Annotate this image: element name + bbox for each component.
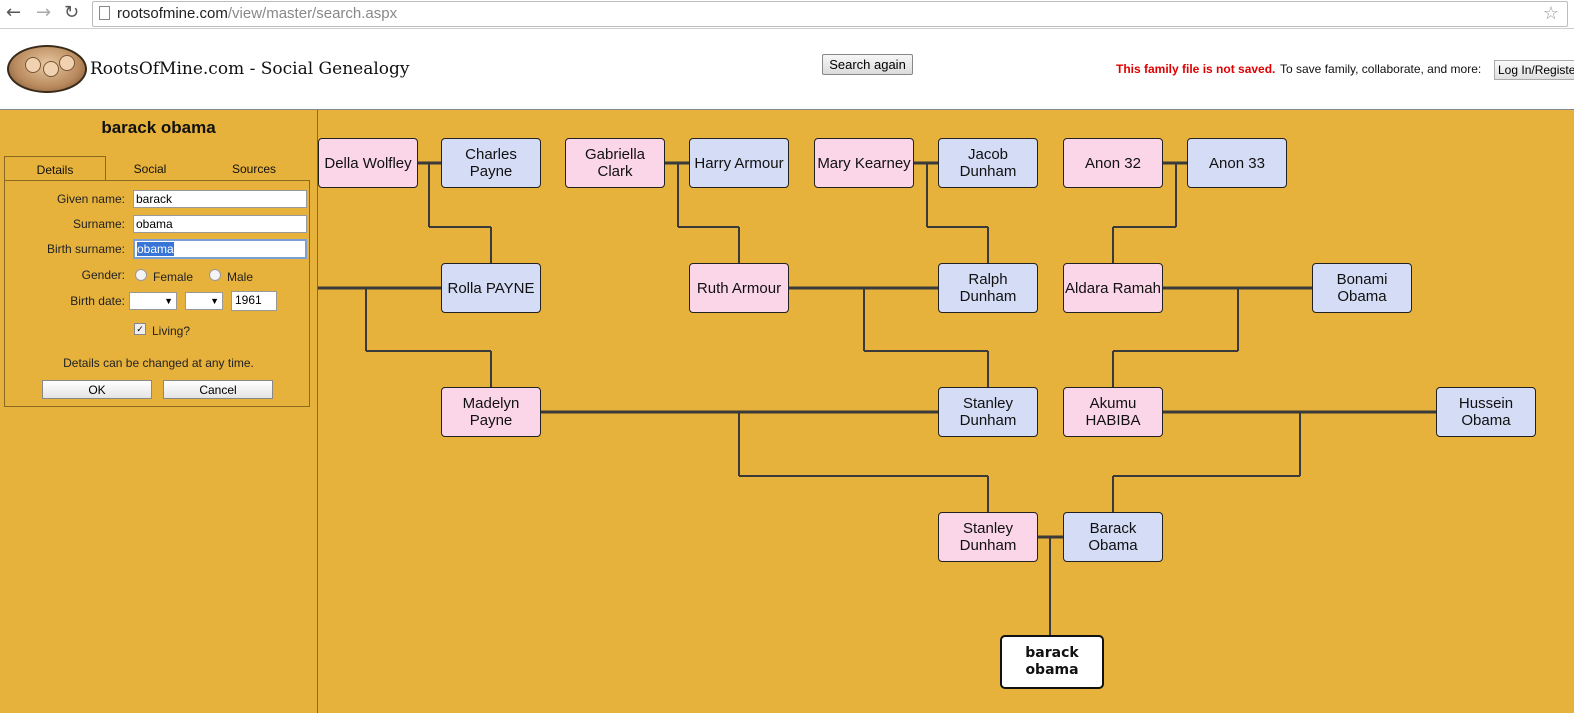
details-panel: barack obama Details Social Sources Give… bbox=[0, 110, 318, 713]
person-node-mary[interactable]: Mary Kearney bbox=[814, 138, 914, 188]
tab-social[interactable]: Social bbox=[133, 162, 167, 176]
star-icon[interactable]: ☆ bbox=[1542, 3, 1559, 24]
given-name-label: Given name: bbox=[56, 192, 125, 206]
reload-icon[interactable]: ↻ bbox=[64, 2, 80, 23]
surname-label: Surname: bbox=[72, 217, 125, 231]
male-label: Male bbox=[227, 270, 254, 284]
person-node-aldara[interactable]: Aldara Ramah bbox=[1063, 263, 1163, 313]
arrow-right-icon[interactable]: → bbox=[36, 2, 52, 23]
site-title: RootsOfMine.com - Social Genealogy bbox=[90, 59, 410, 79]
person-node-name: Ruth Armour bbox=[696, 279, 782, 297]
site-logo[interactable] bbox=[7, 45, 87, 93]
male-radio[interactable] bbox=[209, 269, 221, 281]
chevron-down-icon: ▼ bbox=[164, 296, 173, 306]
person-node-name: Harry Armour bbox=[694, 154, 784, 172]
details-note: Details can be changed at any time. bbox=[63, 356, 254, 370]
person-node-name: Anon 32 bbox=[1085, 154, 1141, 172]
url-domain: rootsofmine.com bbox=[117, 5, 228, 22]
logo-face-icon bbox=[43, 61, 59, 77]
person-node-harry[interactable]: Harry Armour bbox=[689, 138, 789, 188]
person-node-charles[interactable]: Charles Payne bbox=[441, 138, 541, 188]
person-node-anon32[interactable]: Anon 32 bbox=[1063, 138, 1163, 188]
person-node-madelyn[interactable]: Madelyn Payne bbox=[441, 387, 541, 437]
panel-tabs: Details Social Sources bbox=[4, 156, 310, 181]
person-node-name: Stanley Dunham bbox=[959, 520, 1017, 554]
person-node-name: Aldara Ramah bbox=[1065, 279, 1161, 297]
tab-details[interactable]: Details bbox=[4, 156, 106, 181]
family-tree: Della Wolfley Charles Payne Gabriella Clar… bbox=[318, 110, 1574, 713]
person-node-name: Anon 33 bbox=[1209, 154, 1265, 172]
person-node-barack_sr[interactable]: Barack Obama bbox=[1063, 512, 1163, 562]
birth-surname-input[interactable]: obama bbox=[133, 239, 307, 259]
logo-face-icon bbox=[59, 55, 75, 71]
birth-date-label: Birth date: bbox=[70, 294, 125, 308]
url-path: /view/master/search.aspx bbox=[227, 5, 398, 22]
url-text[interactable]: rootsofmine.com/view/master/search.aspx bbox=[117, 4, 397, 24]
person-node-rolla[interactable]: Rolla PAYNE bbox=[441, 263, 541, 313]
details-form: Given name: Surname: Birth surname: obam… bbox=[4, 180, 310, 407]
person-node-name: Stanley Dunham bbox=[959, 395, 1017, 429]
person-node-name: barack obama bbox=[1025, 645, 1079, 678]
person-node-name: Akumu HABIBA bbox=[1085, 395, 1141, 429]
page-icon bbox=[99, 6, 110, 20]
panel-person-name: barack obama bbox=[101, 118, 216, 137]
tree-connector-lines bbox=[318, 161, 1436, 635]
birth-month-select[interactable]: ▼ bbox=[185, 292, 223, 310]
living-checkbox[interactable]: ✓ bbox=[134, 323, 146, 335]
person-node-ralph[interactable]: Ralph Dunham bbox=[938, 263, 1038, 313]
person-node-ruth[interactable]: Ruth Armour bbox=[689, 263, 789, 313]
browser-toolbar: ← → ↻ rootsofmine.com/view/master/search… bbox=[0, 0, 1574, 29]
person-node-name: Bonami Obama bbox=[1336, 271, 1388, 305]
given-name-input[interactable] bbox=[133, 190, 307, 208]
person-node-name: Ralph Dunham bbox=[959, 271, 1017, 305]
birth-day-select[interactable]: ▼ bbox=[129, 292, 177, 310]
person-node-della[interactable]: Della Wolfley bbox=[318, 138, 418, 188]
person-node-name: Mary Kearney bbox=[817, 154, 911, 172]
person-node-name: Charles Payne bbox=[465, 146, 517, 180]
person-node-hussein[interactable]: Hussein Obama bbox=[1436, 387, 1536, 437]
ok-button[interactable]: OK bbox=[42, 380, 152, 399]
birth-surname-selected-text: obama bbox=[137, 242, 174, 256]
tab-sources[interactable]: Sources bbox=[231, 162, 277, 176]
person-node-stanley2[interactable]: Stanley Dunham bbox=[938, 512, 1038, 562]
login-register-button[interactable]: Log In/Register bbox=[1494, 60, 1574, 80]
female-label: Female bbox=[153, 270, 194, 284]
person-node-barack[interactable]: barack obama bbox=[1000, 635, 1104, 689]
person-node-anon33[interactable]: Anon 33 bbox=[1187, 138, 1287, 188]
surname-input[interactable] bbox=[133, 215, 307, 233]
person-node-gabriella[interactable]: Gabriella Clark bbox=[565, 138, 665, 188]
cancel-button[interactable]: Cancel bbox=[163, 380, 273, 399]
person-node-name: Madelyn Payne bbox=[462, 395, 520, 429]
person-node-name: Jacob Dunham bbox=[959, 146, 1017, 180]
person-node-name: Gabriella Clark bbox=[584, 146, 646, 180]
living-label: Living? bbox=[152, 324, 191, 338]
person-node-name: Della Wolfley bbox=[324, 154, 412, 172]
arrow-left-icon[interactable]: ← bbox=[6, 2, 22, 23]
female-radio[interactable] bbox=[135, 269, 147, 281]
gender-label: Gender: bbox=[81, 268, 125, 282]
person-node-bonami[interactable]: Bonami Obama bbox=[1312, 263, 1412, 313]
search-again-button[interactable]: Search again bbox=[822, 54, 913, 75]
person-node-akumu[interactable]: Akumu HABIBA bbox=[1063, 387, 1163, 437]
address-bar[interactable]: rootsofmine.com/view/master/search.aspx … bbox=[92, 1, 1568, 27]
birth-surname-label: Birth surname: bbox=[46, 242, 125, 256]
person-node-jacob[interactable]: Jacob Dunham bbox=[938, 138, 1038, 188]
person-node-name: Hussein Obama bbox=[1458, 395, 1514, 429]
site-header: RootsOfMine.com - Social Genealogy Searc… bbox=[0, 29, 1574, 110]
birth-year-input[interactable]: 1961 bbox=[231, 291, 277, 311]
logo-face-icon bbox=[25, 57, 41, 73]
person-node-name: Rolla PAYNE bbox=[447, 279, 535, 297]
person-node-stanley1[interactable]: Stanley Dunham bbox=[938, 387, 1038, 437]
chevron-down-icon: ▼ bbox=[210, 296, 219, 306]
unsaved-warning: This family file is not saved. bbox=[1116, 62, 1276, 76]
save-prompt: To save family, collaborate, and more: bbox=[1280, 62, 1482, 76]
person-node-name: Barack Obama bbox=[1088, 520, 1138, 554]
